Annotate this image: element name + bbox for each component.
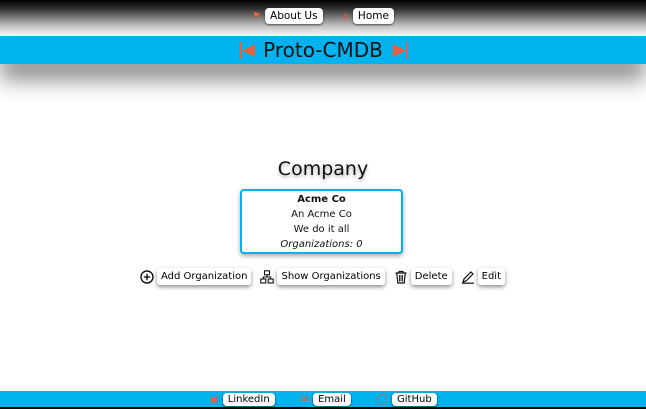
home-icon: ⌂ <box>342 10 349 22</box>
github-label[interactable]: GitHub <box>392 392 437 406</box>
show-organizations-button[interactable]: Show Organizations <box>277 268 385 285</box>
page-title: Company <box>277 158 369 180</box>
home-label[interactable]: Home <box>352 8 394 24</box>
footer-bar: ▣ LinkedIn ✉ Email ◯ GitHub <box>0 391 646 409</box>
home-link[interactable]: ⌂ Home <box>343 8 394 24</box>
add-organization-button[interactable]: Add Organization <box>156 268 252 285</box>
email-link[interactable]: ✉ Email <box>300 392 351 406</box>
github-icon: ◯ <box>376 393 389 405</box>
organizations-count: Organizations: 0 <box>280 239 363 250</box>
add-circle-icon[interactable] <box>140 269 154 284</box>
trash-icon[interactable] <box>394 270 408 284</box>
delete-button[interactable]: Delete <box>410 268 452 285</box>
brand-title: Proto-CMDB <box>263 38 383 62</box>
linkedin-link[interactable]: ▣ LinkedIn <box>209 392 275 406</box>
skip-back-icon: |◀ <box>237 40 255 60</box>
about-us-label[interactable]: About Us <box>265 8 323 24</box>
company-tagline: We do it all <box>293 224 350 235</box>
linkedin-label[interactable]: LinkedIn <box>222 392 275 406</box>
edit-button[interactable]: Edit <box>477 268 506 285</box>
skip-forward-icon: ▶| <box>392 40 410 60</box>
company-name: Acme Co <box>297 194 346 205</box>
about-us-link[interactable]: ⚑ About Us <box>252 8 323 24</box>
footer-links: ▣ LinkedIn ✉ Email ◯ GitHub <box>0 391 646 407</box>
top-nav-bar: ⚑ About Us ⌂ Home <box>0 0 646 36</box>
company-description: An Acme Co <box>291 209 352 220</box>
github-link[interactable]: ◯ GitHub <box>376 392 437 406</box>
hierarchy-icon[interactable] <box>260 269 275 284</box>
brand-banner: |◀ Proto-CMDB ▶| <box>0 36 646 64</box>
top-nav-links: ⚑ About Us ⌂ Home <box>0 8 646 24</box>
linkedin-icon: ▣ <box>209 393 219 405</box>
pencil-icon[interactable] <box>461 270 475 284</box>
envelope-icon: ✉ <box>300 393 310 405</box>
megaphone-icon: ⚑ <box>252 10 262 22</box>
action-bar: Add Organization Show Organizations Dele… <box>0 268 646 285</box>
company-card: Acme Co An Acme Co We do it all Organiza… <box>240 189 403 254</box>
email-label[interactable]: Email <box>313 392 351 406</box>
